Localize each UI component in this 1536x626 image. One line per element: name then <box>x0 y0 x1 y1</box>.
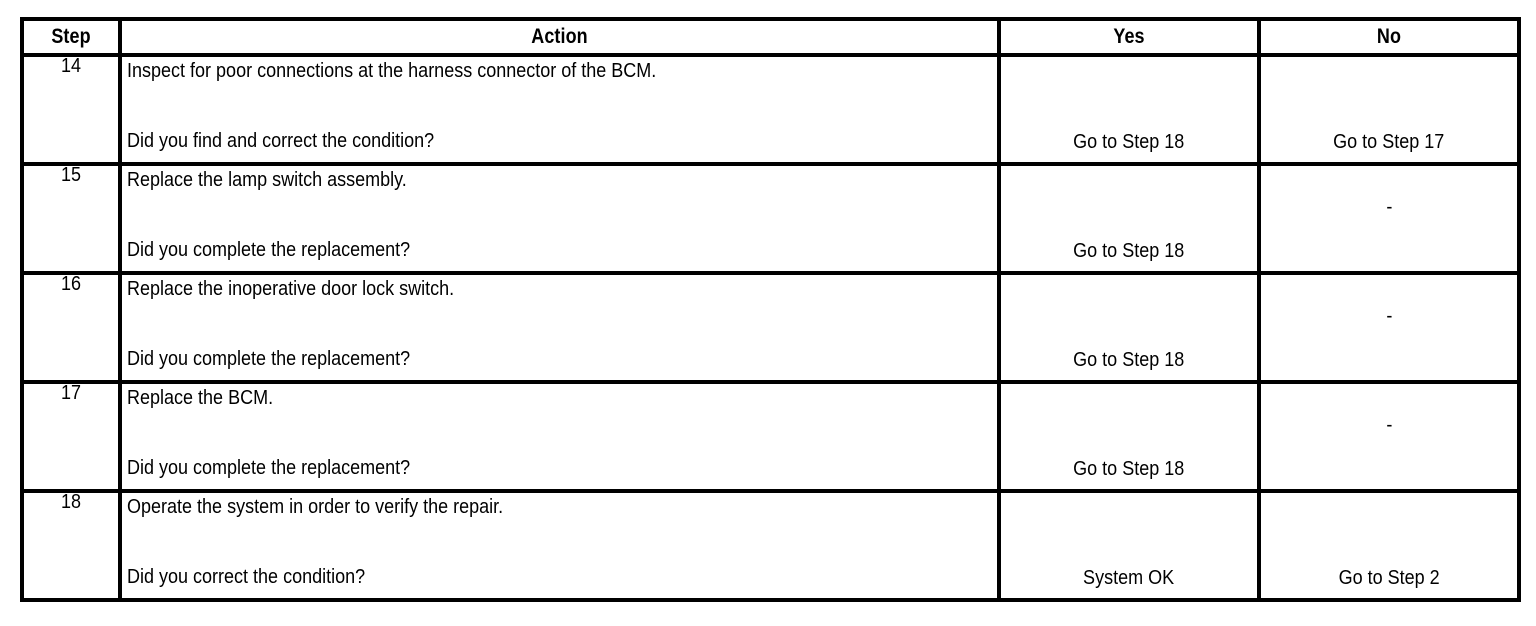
diagnostic-step-table: Step Action Yes No 14 <box>20 17 1521 602</box>
action-question: Did you complete the replacement? <box>127 457 411 479</box>
cell-step: 18 <box>20 489 122 602</box>
cell-no: - <box>1257 271 1521 384</box>
cell-yes: Go to Step 18 <box>997 271 1261 384</box>
cell-action: Operate the system in order to verify th… <box>118 489 1001 602</box>
yes-content: Go to Step 18 <box>1001 166 1257 267</box>
step-number: 18 <box>60 491 82 513</box>
table-row: 16 Replace the inoperative door lock swi… <box>20 271 1521 384</box>
no-content: - <box>1261 166 1517 267</box>
yes-branch: Go to Step 18 <box>1001 130 1257 154</box>
action-instruction: Operate the system in order to verify th… <box>127 496 504 518</box>
column-header-yes-label: Yes <box>1113 25 1145 48</box>
no-content: Go to Step 2 <box>1261 493 1517 594</box>
yes-branch-label: Go to Step 18 <box>1073 349 1185 371</box>
action-content: Replace the lamp switch assembly. Did yo… <box>122 166 997 267</box>
cell-no: - <box>1257 162 1521 275</box>
action-content: Replace the inoperative door lock switch… <box>122 275 997 376</box>
cell-action: Replace the BCM. Did you complete the re… <box>118 380 1001 493</box>
cell-yes: System OK <box>997 489 1261 602</box>
cell-action: Replace the inoperative door lock switch… <box>118 271 1001 384</box>
cell-no: Go to Step 2 <box>1257 489 1521 602</box>
column-header-action-label: Action <box>531 25 588 48</box>
step-number: 14 <box>60 55 82 77</box>
action-question: Did you complete the replacement? <box>127 348 411 370</box>
table-row: 15 Replace the lamp switch assembly. Did… <box>20 162 1521 275</box>
yes-branch-label: System OK <box>1083 567 1175 589</box>
yes-content: Go to Step 18 <box>1001 57 1257 158</box>
yes-branch-label: Go to Step 18 <box>1073 240 1185 262</box>
cell-yes: Go to Step 18 <box>997 380 1261 493</box>
no-branch: - <box>1261 413 1517 437</box>
yes-branch: Go to Step 18 <box>1001 457 1257 481</box>
table-body: 14 Inspect for poor connections at the h… <box>20 53 1521 602</box>
yes-branch-label: Go to Step 18 <box>1073 458 1185 480</box>
action-instruction: Replace the BCM. <box>127 387 274 409</box>
cell-no: Go to Step 17 <box>1257 53 1521 166</box>
table-row: 17 Replace the BCM. Did you complete the… <box>20 380 1521 493</box>
cell-step: 14 <box>20 53 122 166</box>
action-question: Did you complete the replacement? <box>127 239 411 261</box>
no-branch-label: Go to Step 17 <box>1333 131 1445 153</box>
cell-no: - <box>1257 380 1521 493</box>
no-branch-label: - <box>1385 195 1392 218</box>
no-branch-label: Go to Step 2 <box>1338 567 1440 589</box>
cell-yes: Go to Step 18 <box>997 53 1261 166</box>
no-branch: - <box>1261 304 1517 328</box>
yes-branch-label: Go to Step 18 <box>1073 131 1185 153</box>
action-question: Did you find and correct the condition? <box>127 130 435 152</box>
action-content: Inspect for poor connections at the harn… <box>122 57 997 158</box>
no-branch-label: - <box>1385 413 1392 436</box>
yes-branch: System OK <box>1001 566 1257 590</box>
column-header-step-label: Step <box>51 25 91 48</box>
yes-content: System OK <box>1001 493 1257 594</box>
no-content: Go to Step 17 <box>1261 57 1517 158</box>
cell-action: Inspect for poor connections at the harn… <box>118 53 1001 166</box>
cell-action: Replace the lamp switch assembly. Did yo… <box>118 162 1001 275</box>
cell-step: 17 <box>20 380 122 493</box>
no-branch-label: - <box>1385 304 1392 327</box>
cell-step: 16 <box>20 271 122 384</box>
yes-branch: Go to Step 18 <box>1001 348 1257 372</box>
table-header: Step Action Yes No <box>22 17 1519 57</box>
no-branch: Go to Step 2 <box>1261 566 1517 590</box>
action-content: Operate the system in order to verify th… <box>122 493 997 594</box>
table-row: 14 Inspect for poor connections at the h… <box>20 53 1521 166</box>
no-content: - <box>1261 384 1517 485</box>
yes-content: Go to Step 18 <box>1001 384 1257 485</box>
no-content: - <box>1261 275 1517 376</box>
column-header-no-label: No <box>1376 25 1402 48</box>
cell-yes: Go to Step 18 <box>997 162 1261 275</box>
step-number: 17 <box>60 382 82 404</box>
no-branch: - <box>1261 195 1517 219</box>
step-number: 16 <box>60 273 82 295</box>
no-branch: Go to Step 17 <box>1261 130 1517 154</box>
column-header-no: No <box>1266 17 1512 57</box>
action-content: Replace the BCM. Did you complete the re… <box>122 384 997 485</box>
table-header-row: Step Action Yes No <box>22 17 1519 57</box>
cell-step: 15 <box>20 162 122 275</box>
yes-content: Go to Step 18 <box>1001 275 1257 376</box>
action-instruction: Inspect for poor connections at the harn… <box>127 60 657 82</box>
yes-branch: Go to Step 18 <box>1001 239 1257 263</box>
table-row: 18 Operate the system in order to verify… <box>20 489 1521 602</box>
column-header-step: Step <box>23 17 119 57</box>
step-number: 15 <box>60 164 82 186</box>
action-instruction: Replace the lamp switch assembly. <box>127 169 407 191</box>
action-instruction: Replace the inoperative door lock switch… <box>127 278 455 300</box>
action-question: Did you correct the condition? <box>127 566 366 588</box>
column-header-action: Action <box>148 17 971 57</box>
column-header-yes: Yes <box>1006 17 1252 57</box>
